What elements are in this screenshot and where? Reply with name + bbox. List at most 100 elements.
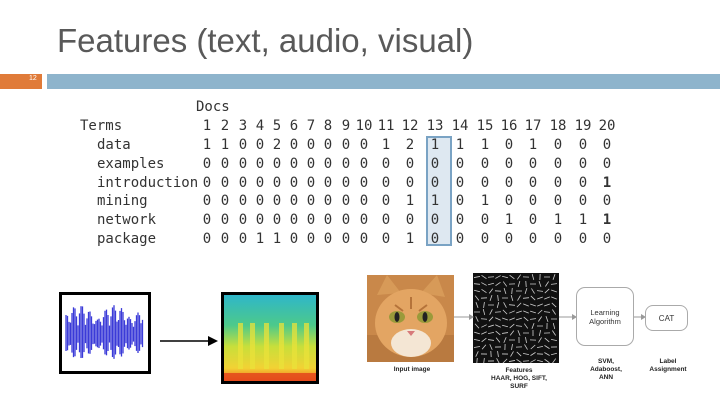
matrix-cell: 0: [238, 212, 248, 229]
doc-id-header: 15: [476, 118, 494, 134]
matrix-cell: 1: [578, 212, 588, 229]
matrix-cell: 0: [504, 231, 514, 247]
matrix-cell: 0: [289, 155, 299, 172]
matrix-cell: 0: [359, 231, 369, 247]
matrix-cell: 0: [220, 174, 230, 191]
matrix-cell: 0: [455, 193, 465, 210]
matrix-cell: 0: [528, 174, 538, 191]
matrix-cell: 0: [528, 155, 538, 172]
matrix-cell: 0: [255, 174, 265, 191]
matrix-cell: 0: [430, 212, 440, 229]
matrix-cell: 0: [553, 137, 563, 153]
cat-image: [367, 275, 454, 362]
matrix-cell: 0: [238, 193, 248, 210]
hog-features-image: [473, 273, 559, 363]
matrix-cell: 0: [289, 174, 299, 191]
matrix-cell: 1: [220, 137, 230, 153]
matrix-cell: 1: [381, 137, 391, 153]
matrix-cell: 0: [430, 155, 440, 172]
matrix-cell: 1: [480, 137, 490, 153]
waveform-image: [59, 292, 151, 374]
matrix-cell: 0: [405, 155, 415, 172]
matrix-cell: 0: [306, 212, 316, 229]
term-label: mining: [97, 193, 148, 210]
matrix-cell: 0: [289, 231, 299, 247]
cat-icon: [367, 275, 454, 362]
matrix-cell: 0: [255, 137, 265, 153]
matrix-cell: 0: [341, 193, 351, 210]
matrix-cell: 0: [238, 137, 248, 153]
matrix-cell: 0: [578, 193, 588, 210]
doc-id-header: 8: [323, 118, 333, 134]
matrix-cell: 0: [430, 231, 440, 247]
label-assignment-caption: Label Assignment: [649, 358, 687, 373]
input-image-caption: Input image: [393, 366, 431, 373]
matrix-cell: 1: [528, 137, 538, 153]
matrix-cell: 0: [602, 193, 612, 210]
accent-bar-orange: [0, 74, 42, 89]
matrix-cell: 0: [255, 212, 265, 229]
matrix-cell: 1: [553, 212, 563, 229]
matrix-cell: 0: [455, 174, 465, 191]
matrix-cell: 0: [381, 212, 391, 229]
matrix-cell: 0: [255, 155, 265, 172]
matrix-cell: 0: [238, 231, 248, 247]
terms-header: Terms: [80, 118, 123, 134]
matrix-cell: 0: [528, 212, 538, 229]
matrix-cell: 0: [480, 231, 490, 247]
matrix-cell: 1: [430, 137, 440, 153]
matrix-cell: 0: [381, 193, 391, 210]
matrix-cell: 1: [602, 212, 612, 229]
matrix-cell: 2: [405, 137, 415, 153]
doc-id-header: 4: [255, 118, 265, 134]
matrix-cell: 0: [359, 155, 369, 172]
matrix-cell: 0: [255, 193, 265, 210]
output-label-text: CAT: [658, 313, 675, 323]
matrix-cell: 0: [504, 155, 514, 172]
doc-id-header: 2: [220, 118, 230, 134]
matrix-cell: 1: [272, 231, 282, 247]
matrix-cell: 0: [381, 155, 391, 172]
matrix-cell: 0: [289, 212, 299, 229]
matrix-cell: 0: [306, 155, 316, 172]
matrix-cell: 0: [289, 137, 299, 153]
matrix-cell: 0: [480, 174, 490, 191]
hog-features-icon: [473, 273, 558, 363]
doc-id-header: 3: [238, 118, 248, 134]
matrix-cell: 0: [359, 174, 369, 191]
matrix-cell: 0: [504, 174, 514, 191]
doc-id-header: 10: [355, 118, 373, 134]
matrix-cell: 0: [480, 155, 490, 172]
slide-title: Features (text, audio, visual): [57, 22, 474, 59]
output-label-box: CAT: [645, 305, 688, 331]
highlighted-doc-column: [426, 136, 452, 246]
matrix-cell: 0: [323, 231, 333, 247]
matrix-cell: 0: [306, 137, 316, 153]
matrix-cell: 0: [202, 212, 212, 229]
matrix-cell: 0: [602, 137, 612, 153]
doc-id-header: 18: [549, 118, 567, 134]
matrix-cell: 0: [272, 155, 282, 172]
matrix-cell: 0: [341, 174, 351, 191]
matrix-cell: 0: [220, 155, 230, 172]
matrix-cell: 1: [405, 231, 415, 247]
matrix-cell: 0: [323, 193, 333, 210]
arrow-right-icon: [454, 314, 474, 320]
matrix-cell: 0: [341, 212, 351, 229]
matrix-cell: 0: [202, 174, 212, 191]
arrow-right-icon: [160, 336, 218, 346]
matrix-cell: 0: [202, 155, 212, 172]
matrix-cell: 0: [553, 193, 563, 210]
matrix-cell: 0: [602, 155, 612, 172]
matrix-cell: 1: [255, 231, 265, 247]
term-label: network: [97, 212, 157, 229]
matrix-cell: 0: [528, 193, 538, 210]
matrix-cell: 0: [578, 174, 588, 191]
matrix-cell: 0: [202, 193, 212, 210]
matrix-cell: 0: [306, 231, 316, 247]
matrix-cell: 0: [238, 174, 248, 191]
matrix-cell: 0: [341, 137, 351, 153]
matrix-cell: 0: [480, 212, 490, 229]
matrix-cell: 0: [381, 174, 391, 191]
matrix-cell: 0: [341, 155, 351, 172]
